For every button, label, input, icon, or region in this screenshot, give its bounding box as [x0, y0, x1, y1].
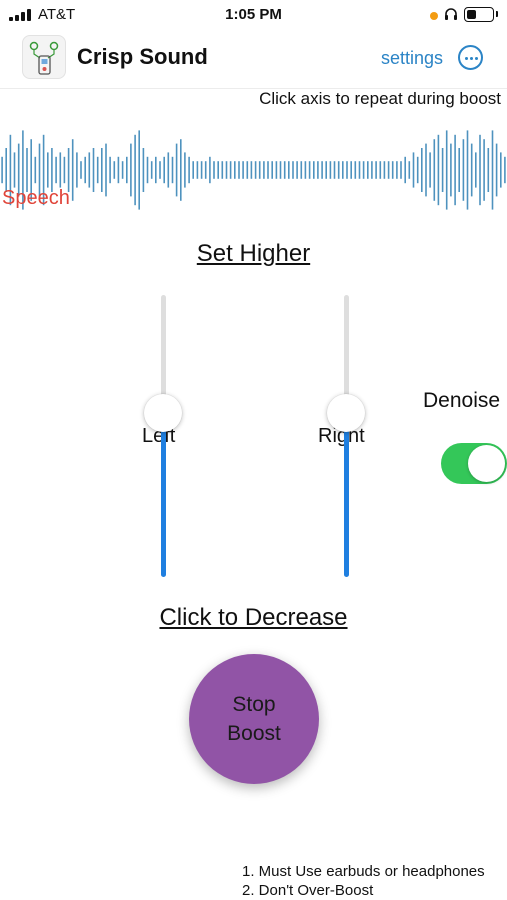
app-title: Crisp Sound — [77, 44, 208, 69]
speech-label: Speech — [2, 187, 70, 209]
mic-indicator-icon — [430, 12, 438, 20]
clock: 1:05 PM — [225, 6, 282, 23]
settings-link[interactable]: settings — [381, 48, 444, 68]
signal-icon — [9, 9, 33, 21]
usage-notes: 1. Must Use earbuds or headphones 2. Don… — [242, 862, 485, 900]
stop-boost-line1: Stop — [232, 693, 276, 716]
stop-boost-button[interactable]: Stop Boost — [189, 654, 319, 784]
left-slider-thumb[interactable] — [144, 394, 182, 433]
toggle-knob — [468, 445, 505, 482]
right-slider-fill — [344, 413, 349, 577]
status-bar: AT&T 1:05 PM — [0, 0, 507, 30]
app-header — [0, 30, 507, 89]
denoise-toggle[interactable] — [441, 443, 507, 484]
note-1: 1. Must Use earbuds or headphones — [242, 863, 485, 880]
ellipsis-circle-icon[interactable] — [458, 45, 483, 70]
stop-boost-line2: Boost — [227, 722, 281, 745]
note-2: 2. Don't Over-Boost — [242, 882, 374, 899]
set-higher-button[interactable]: Set Higher — [196, 240, 311, 267]
click-to-decrease-button[interactable]: Click to Decrease — [159, 604, 348, 631]
carrier-label: AT&T — [38, 6, 76, 23]
speech-waveform[interactable] — [0, 120, 507, 220]
battery-tip — [496, 11, 498, 17]
right-slider-thumb[interactable] — [327, 394, 365, 433]
app-logo-icon — [22, 35, 66, 79]
headphones-icon — [445, 8, 457, 20]
battery-icon — [464, 7, 494, 22]
left-slider-fill — [161, 413, 166, 577]
denoise-label: Denoise — [423, 389, 501, 412]
repeat-hint: Click axis to repeat during boost — [259, 89, 501, 108]
